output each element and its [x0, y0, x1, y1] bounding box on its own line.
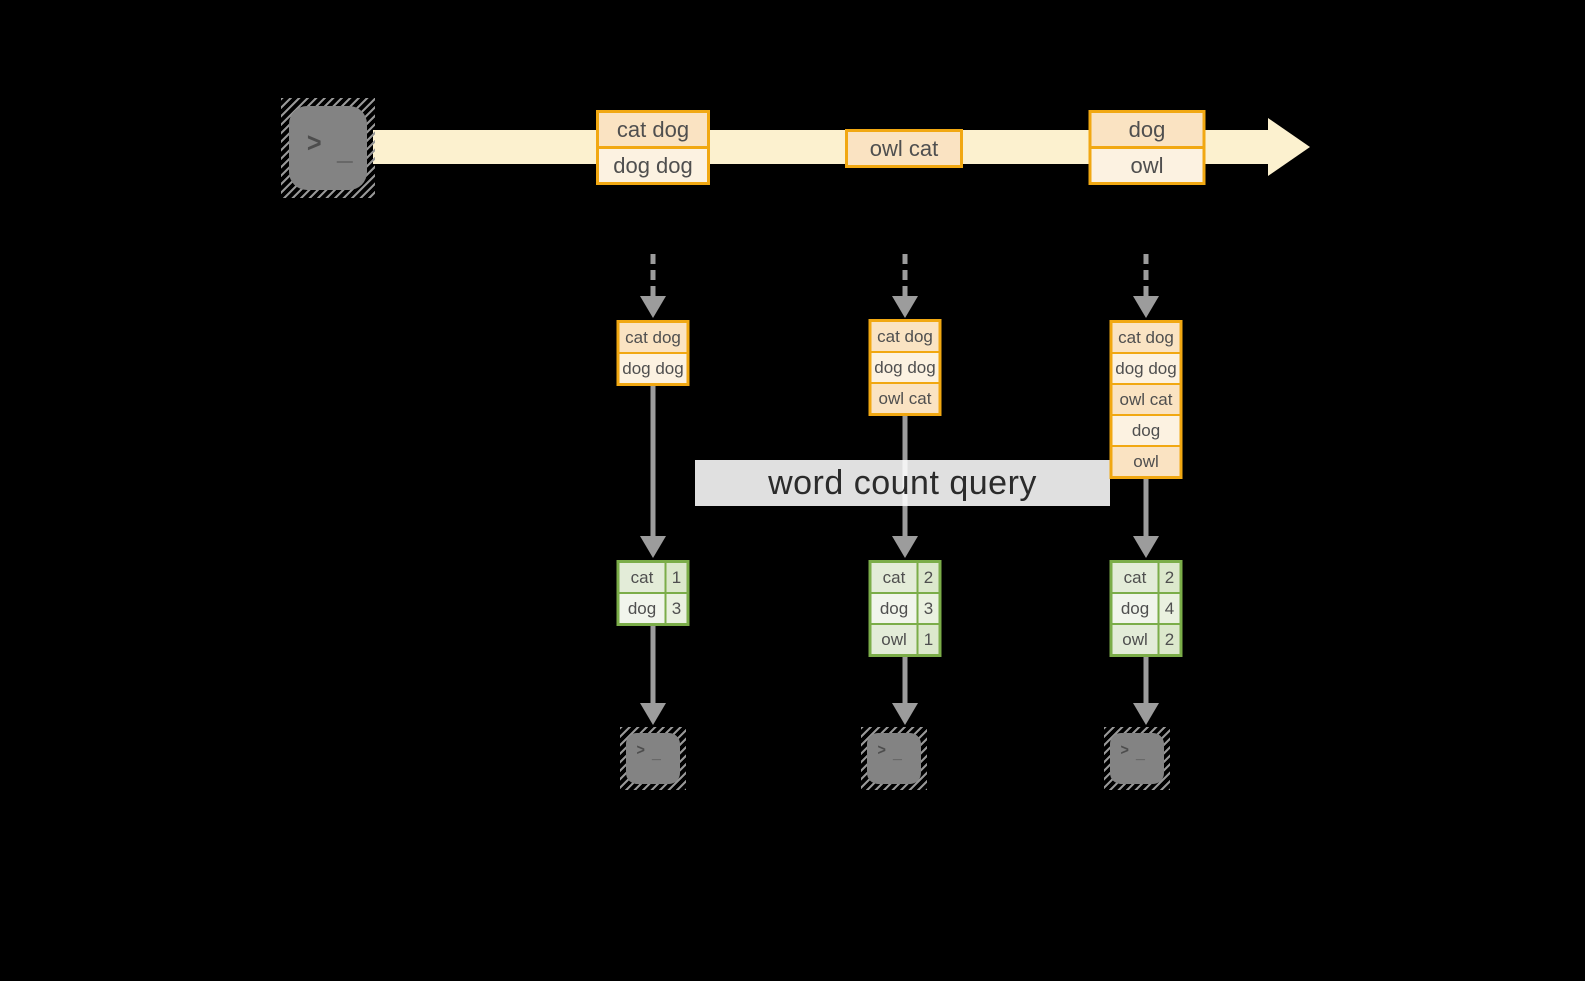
down-arrowhead-icon	[640, 703, 666, 725]
source-terminal-icon: > _	[281, 98, 375, 198]
word-cell: owl	[871, 625, 917, 654]
table-row: dog 3	[619, 594, 687, 623]
terminal-screen: > _	[1110, 733, 1164, 784]
table-row: owl 1	[871, 625, 939, 654]
down-arrowhead-icon	[1133, 296, 1159, 318]
buffered-record: owl cat	[871, 382, 939, 413]
buffered-record: owl	[1112, 445, 1180, 476]
stream-record-group-3: dog owl	[1088, 110, 1206, 185]
prompt-chevron-icon: >	[306, 127, 322, 158]
buffered-records-stack-2: cat dog dog dog owl cat	[868, 319, 942, 416]
stream-record: dog	[1091, 113, 1203, 146]
buffered-record: dog dog	[1112, 352, 1180, 383]
stream-record: owl cat	[848, 132, 960, 165]
down-arrowhead-icon	[640, 296, 666, 318]
dashed-down-arrow	[1143, 254, 1149, 296]
down-arrowhead-icon	[640, 536, 666, 558]
table-row: cat 1	[619, 563, 687, 592]
prompt-chevron-icon: >	[636, 742, 645, 759]
down-arrowhead-icon	[892, 536, 918, 558]
buffered-record: cat dog	[871, 322, 939, 351]
word-count-table-1: cat 1 dog 3	[616, 560, 690, 626]
dashed-down-arrow	[902, 254, 908, 296]
prompt-chevron-icon: >	[877, 742, 886, 759]
count-cell: 2	[1159, 563, 1180, 592]
buffered-record: cat dog	[1112, 323, 1180, 352]
table-row: cat 2	[1112, 563, 1180, 592]
word-count-query-banner: word count query	[695, 460, 1110, 506]
stream-record-group-2: owl cat	[845, 129, 963, 168]
count-cell: 2	[1159, 625, 1180, 654]
count-cell: 3	[918, 594, 939, 623]
prompt-cursor-icon: _	[1136, 745, 1145, 762]
word-count-table-2: cat 2 dog 3 owl 1	[868, 560, 942, 657]
down-arrow	[650, 626, 656, 703]
stream-record: owl	[1091, 146, 1203, 182]
prompt-cursor-icon: _	[337, 134, 353, 165]
word-cell: owl	[1112, 625, 1158, 654]
count-cell: 2	[918, 563, 939, 592]
word-cell: cat	[1112, 563, 1158, 592]
table-row: cat 2	[871, 563, 939, 592]
down-arrowhead-icon	[892, 296, 918, 318]
prompt-cursor-icon: _	[893, 745, 902, 762]
stream-record: dog dog	[599, 146, 707, 182]
output-terminal-icon-2: > _	[861, 727, 927, 790]
word-cell: cat	[619, 563, 665, 592]
down-arrow	[1143, 479, 1149, 536]
table-row: dog 4	[1112, 594, 1180, 623]
word-cell: dog	[871, 594, 917, 623]
count-cell: 4	[1159, 594, 1180, 623]
count-cell: 1	[666, 563, 687, 592]
down-arrowhead-icon	[892, 703, 918, 725]
output-terminal-icon-1: > _	[620, 727, 686, 790]
output-terminal-icon-3: > _	[1104, 727, 1170, 790]
terminal-screen: > _	[626, 733, 680, 784]
down-arrowhead-icon	[1133, 536, 1159, 558]
count-cell: 3	[666, 594, 687, 623]
down-arrow	[650, 386, 656, 536]
word-count-query-label: word count query	[768, 463, 1037, 502]
dashed-down-arrow	[650, 254, 656, 296]
stream-record-group-1: cat dog dog dog	[596, 110, 710, 185]
stream-record: cat dog	[599, 113, 707, 146]
buffered-record: dog dog	[619, 352, 687, 383]
buffered-records-stack-3: cat dog dog dog owl cat dog owl	[1109, 320, 1183, 479]
down-arrow	[902, 657, 908, 703]
prompt-chevron-icon: >	[1120, 742, 1129, 759]
buffered-record: cat dog	[619, 323, 687, 352]
table-row: owl 2	[1112, 625, 1180, 654]
table-row: dog 3	[871, 594, 939, 623]
buffered-record: owl cat	[1112, 383, 1180, 414]
word-cell: dog	[619, 594, 665, 623]
prompt-cursor-icon: _	[652, 745, 661, 762]
terminal-screen: > _	[289, 106, 367, 190]
down-arrow	[1143, 657, 1149, 703]
buffered-record: dog	[1112, 414, 1180, 445]
count-cell: 1	[918, 625, 939, 654]
stream-timeline-arrowhead-icon	[1268, 118, 1310, 176]
buffered-records-stack-1: cat dog dog dog	[616, 320, 690, 386]
word-cell: cat	[871, 563, 917, 592]
buffered-record: dog dog	[871, 351, 939, 382]
down-arrowhead-icon	[1133, 703, 1159, 725]
word-count-table-3: cat 2 dog 4 owl 2	[1109, 560, 1183, 657]
terminal-screen: > _	[867, 733, 921, 784]
word-cell: dog	[1112, 594, 1158, 623]
